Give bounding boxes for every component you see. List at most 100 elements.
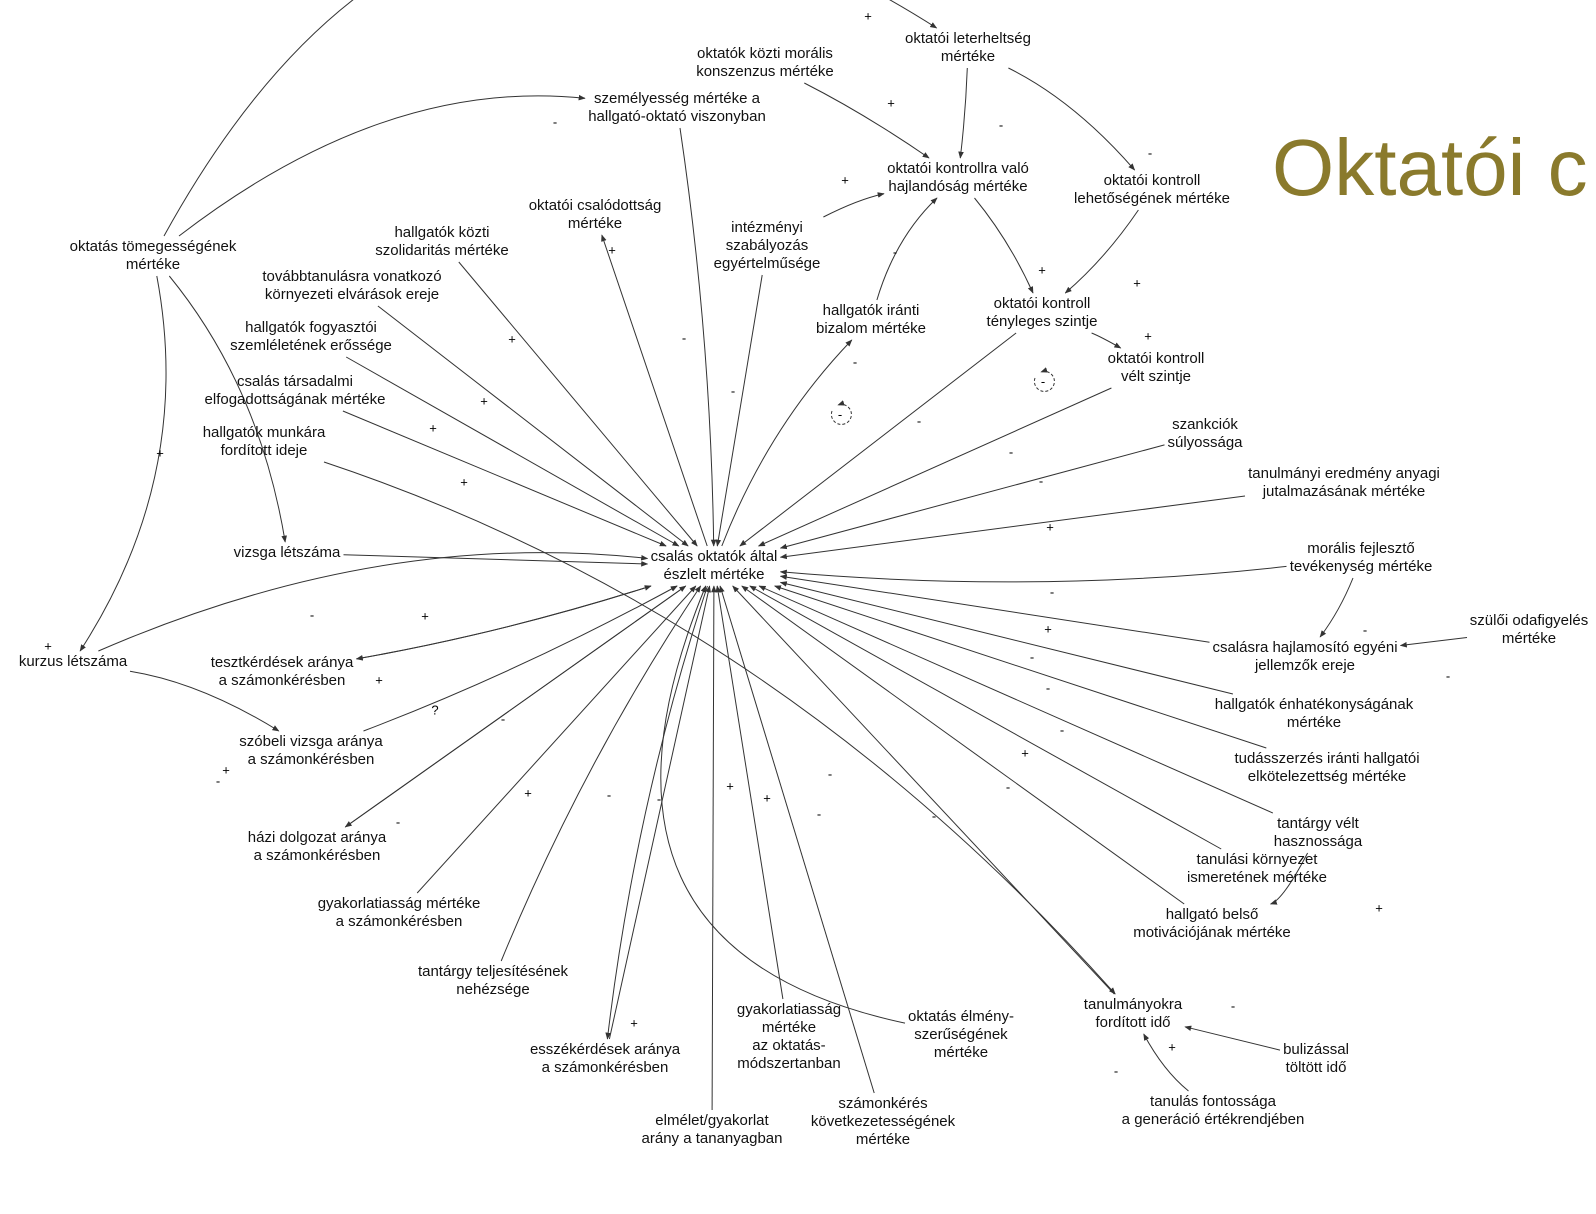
polarity-sign: ? — [431, 702, 439, 718]
polarity-sign: - — [1045, 680, 1051, 696]
polarity-sign: + — [864, 8, 872, 24]
link-moralis-fejleszto-to-center — [779, 565, 1287, 583]
link-kontroll-hajlandosag-to-kontroll-tenyleges — [974, 197, 1034, 294]
link-moralis-fejleszto-to-egyeni-jellemzok — [1319, 577, 1354, 638]
polarity-sign: - — [606, 787, 612, 803]
link-leterheltseg-to-kontroll-hajlandosag — [958, 67, 968, 159]
polarity-sign: - — [1113, 1063, 1119, 1079]
polarity-sign: - — [500, 711, 506, 727]
link-nehezseg-to-center — [500, 585, 702, 962]
node-nehezseg: tantárgy teljesítésének nehézsége — [417, 963, 569, 998]
link-szolidaritas-to-center — [458, 261, 698, 547]
polarity-sign: - — [730, 383, 736, 399]
node-szemelyesseg: személyesség mértéke a hallgató-oktató v… — [588, 90, 766, 125]
link-gyakorlatiassag-szamonkeres-to-center — [416, 585, 697, 894]
loop-marker-loop1: - — [830, 400, 852, 425]
link-leterheltseg-to-kontroll-lehetoseg — [1008, 67, 1136, 171]
polarity-sign: - — [1029, 649, 1035, 665]
polarity-sign: + — [1044, 621, 1052, 637]
link-tomegesseg-to-szemelyesseg — [178, 94, 586, 237]
link-kurzus-letszam-to-center — [98, 552, 649, 652]
polarity-sign: - — [1362, 622, 1368, 638]
link-gyakorlatiassag-modszertan-to-center — [715, 585, 784, 1000]
link-egyeni-jellemzok-to-center — [779, 574, 1210, 643]
loop-sign: - — [838, 407, 842, 422]
polarity-sign: - — [215, 773, 221, 789]
node-elmeny: oktatás élmény- szerűségének mértéke — [908, 1008, 1014, 1061]
polarity-sign: + — [1144, 328, 1152, 344]
polarity-sign: - — [998, 117, 1004, 133]
link-kovetkezetesseg-to-center — [719, 585, 875, 1094]
diagram-edges — [79, 0, 1468, 1111]
polarity-sign: + — [1038, 262, 1046, 278]
node-tesztkerdesek: tesztkérdések aránya a számonkérésben — [210, 654, 354, 689]
node-kovetkezetesseg: számonkérés következetességének mértéke — [810, 1095, 956, 1148]
link-center-to-hazi — [344, 585, 686, 828]
loop-marker-loop2: - — [1033, 367, 1055, 392]
polarity-sign: + — [460, 474, 468, 490]
node-szuloi: szülői odafigyelés mértéke — [1469, 612, 1589, 647]
node-kontroll-velt: oktatói kontroll vélt szintje — [1107, 350, 1205, 385]
node-moralis-konszenzus: oktatók közti morális konszenzus mértéke — [696, 45, 834, 80]
polarity-sign: + — [1046, 519, 1054, 535]
polarity-sign: + — [156, 445, 164, 461]
polarity-sign: + — [726, 778, 734, 794]
node-csalodottsag: oktatói csalódottság mértéke — [528, 197, 662, 232]
link-enhatekonysag-to-center — [779, 581, 1234, 695]
link-hasznossag-to-center — [758, 585, 1274, 814]
node-kontroll-lehetoseg: oktatói kontroll lehetőségének mértéke — [1074, 172, 1230, 207]
polarity-sign: + — [887, 95, 895, 111]
link-moralis-konszenzus-to-kontroll-hajlandosag — [804, 82, 930, 159]
link-kurzus-letszam-to-szobeli — [129, 670, 280, 732]
link-bulizas-to-tanulmanyi-ido — [1184, 1025, 1281, 1051]
link-hasznossag-to-belso-motivacio — [1269, 852, 1309, 905]
link-intezmenyi-to-kontroll-hajlandosag — [823, 192, 885, 218]
node-gyakorlatiassag-modszertan: gyakorlatiasság mértéke az oktatás- móds… — [736, 1001, 842, 1072]
node-szolidaritas: hallgatók közti szolidaritás mértéke — [375, 224, 509, 259]
node-kurzus-letszam: kurzus létszáma — [18, 653, 128, 670]
node-elfogadottsag: csalás társadalmi elfogadottságának mért… — [204, 373, 386, 408]
link-center-to-bizalom — [721, 339, 853, 547]
polarity-sign: - — [552, 114, 558, 130]
link-bizalom-to-kontroll-hajlandosag — [876, 197, 938, 301]
link-munkara-to-tanulmanyi-ido — [323, 461, 1116, 995]
link-center-to-csalodottsag — [601, 234, 708, 547]
link-tomegesseg-to-vizsga-letszam — [168, 275, 287, 543]
node-tanulasi-kornyezet: tanulási környezet ismeretének mértéke — [1186, 851, 1328, 886]
node-vizsga-letszam: vizsga létszáma — [233, 544, 341, 561]
link-kontroll-tenyleges-to-kontroll-velt — [1091, 332, 1122, 349]
node-enhatekonysag: hallgatók énhatékonyságának mértéke — [1214, 696, 1414, 731]
polarity-sign: - — [816, 806, 822, 822]
node-bulizas: bulizással töltött idő — [1283, 1041, 1349, 1076]
node-leterheltseg: oktatói leterheltség mértéke — [905, 30, 1031, 65]
node-elmelet: elmélet/gyakorlat arány a tananyagban — [641, 1112, 783, 1147]
link-tanulasi-kornyezet-to-center — [749, 585, 1222, 850]
node-munkara: hallgatók munkára fordított ideje — [202, 424, 326, 459]
polarity-sign: + — [508, 331, 516, 347]
loop-markers: -- — [830, 367, 1055, 425]
polarity-sign: - — [1008, 444, 1014, 460]
polarity-sign: - — [1049, 584, 1055, 600]
polarity-sign: - — [1230, 998, 1236, 1014]
link-jutalmazas-to-center — [779, 495, 1246, 560]
polarity-sign: + — [763, 790, 771, 806]
node-bizalom: hallgatók iránti bizalom mértéke — [815, 302, 927, 337]
polarity-sign: - — [1147, 145, 1153, 161]
polarity-sign: - — [1059, 722, 1065, 738]
link-kontroll-lehetoseg-to-kontroll-tenyleges — [1064, 209, 1139, 294]
polarity-sign: - — [931, 808, 937, 824]
node-jutalmazas: tanulmányi eredmény anyagi jutalmazásána… — [1248, 465, 1440, 500]
polarity-sign: - — [916, 413, 922, 429]
polarity-sign: + — [630, 1015, 638, 1031]
link-center-to-esszekerdesek — [605, 585, 708, 1040]
polarity-sign: - — [656, 791, 662, 807]
node-center: csalás oktatók által észlelt mértéke — [650, 548, 778, 583]
node-tudasszerzes: tudásszerzés iránti hallgatói elköteleze… — [1234, 750, 1420, 785]
node-intezmenyi: intézményi szabályozás egyértelműsége — [713, 219, 821, 272]
node-tomegesseg: oktatás tömegességének mértéke — [69, 238, 237, 273]
link-tovabbtanulas-to-center — [377, 305, 689, 547]
polarity-sign: + — [1375, 900, 1383, 916]
node-kontroll-hajlandosag: oktatói kontrollra való hajlandóság mért… — [887, 160, 1029, 195]
polarity-sign: - — [1005, 779, 1011, 795]
